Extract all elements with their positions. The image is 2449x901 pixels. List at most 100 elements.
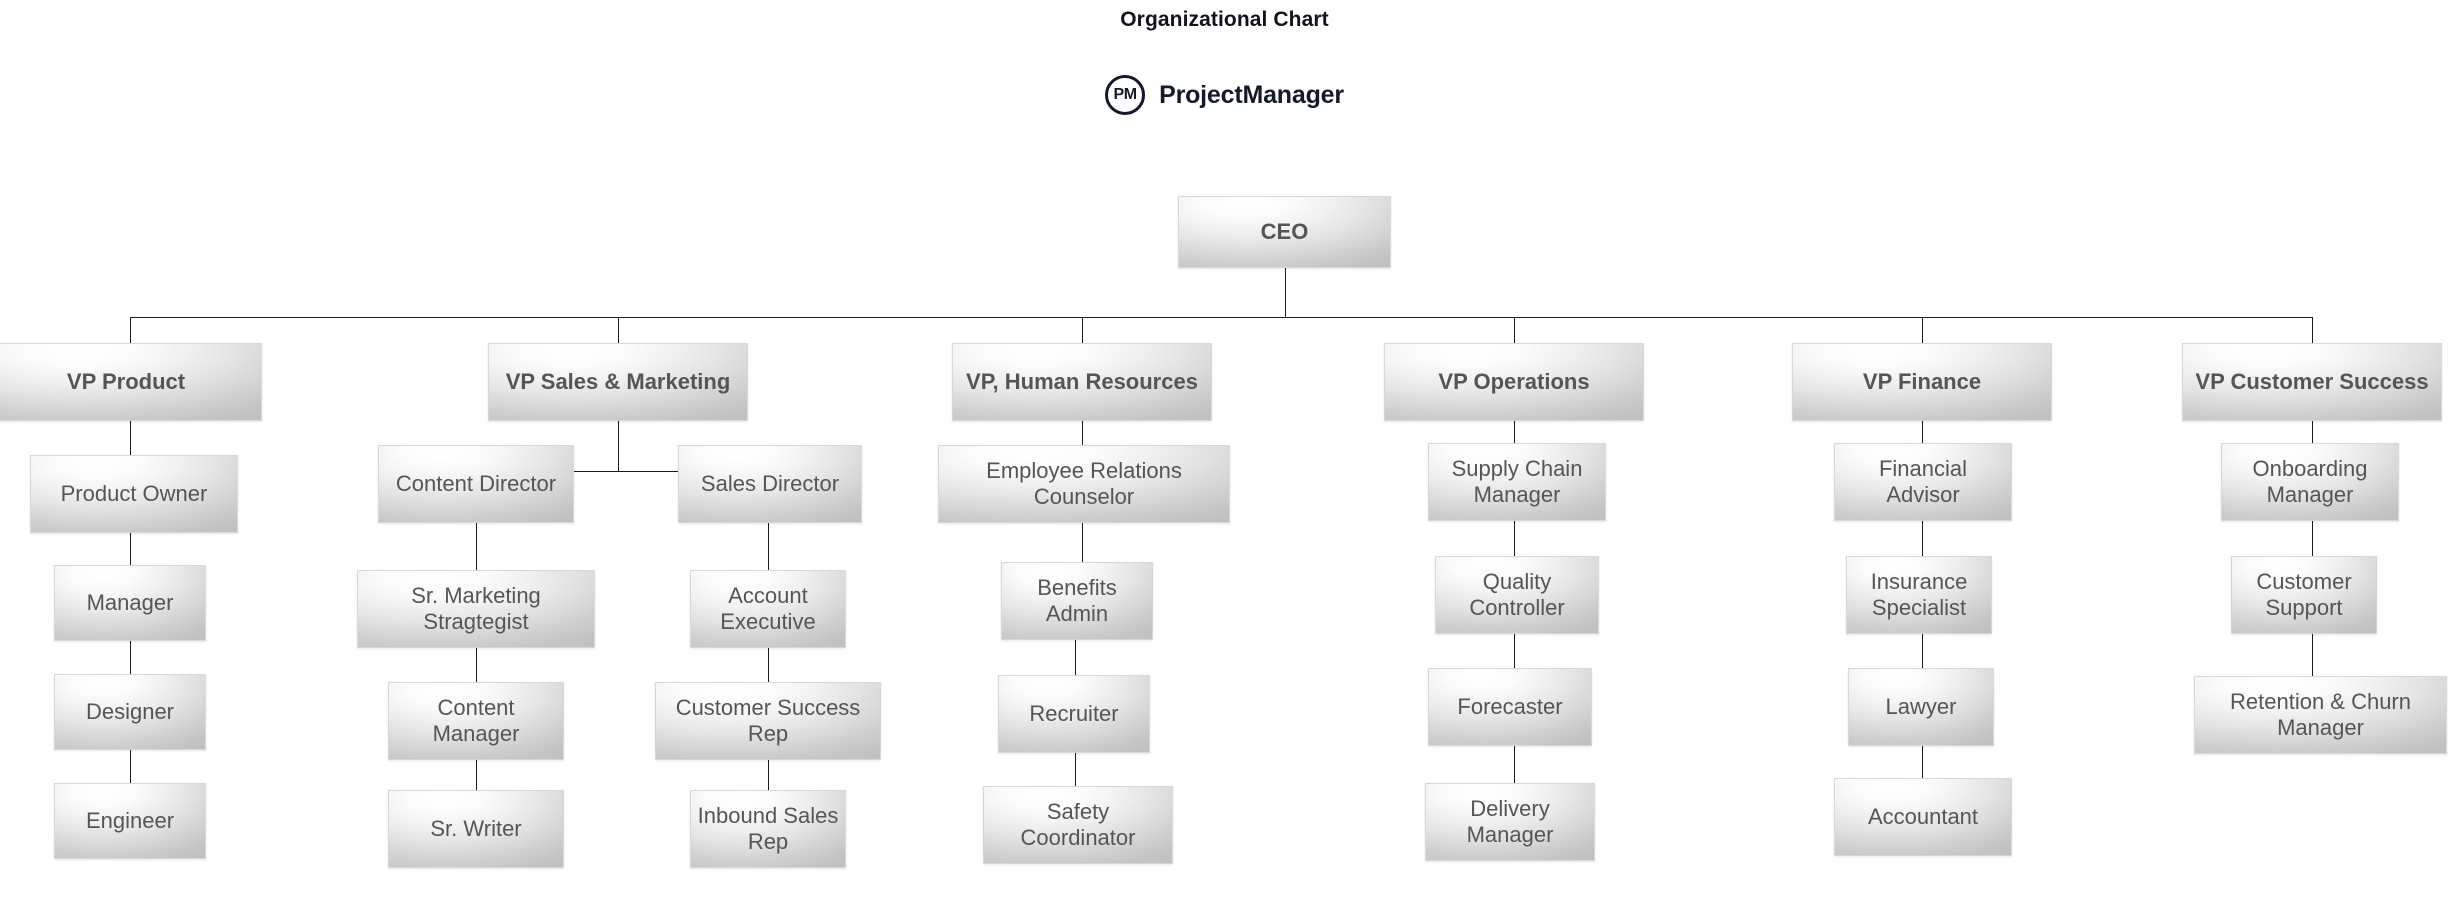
org-node-label: Inbound Sales Rep [697,803,839,854]
connector-salesdir-1 [768,523,769,570]
org-node-ceo[interactable]: CEO [1178,196,1391,268]
brand-wordmark: ProjectManager [1159,80,1344,109]
connector-product-4 [130,750,131,785]
connector-product-3 [130,641,131,676]
connector-vp-row-bus [130,317,2313,318]
org-node-content_director[interactable]: Content Director [378,445,574,523]
org-node-account_exec[interactable]: Account Executive [690,570,846,648]
org-node-benefits_admin[interactable]: Benefits Admin [1001,562,1153,640]
org-node-label: Product Owner [60,481,208,507]
org-node-label: Manager [86,590,174,616]
org-node-label: Content Manager [432,695,520,746]
connector-fin-1 [1922,421,1923,443]
org-node-recruiter[interactable]: Recruiter [998,675,1150,753]
connector-drop-vp-finance [1922,317,1923,344]
connector-drop-vp-ops [1514,317,1515,344]
org-node-label: VP Product [66,369,186,395]
org-node-label: Onboarding Manager [2252,456,2368,507]
org-node-label: Benefits Admin [1037,575,1117,626]
org-node-label: Account Executive [720,583,816,634]
org-node-sales_director[interactable]: Sales Director [678,445,862,523]
org-node-label: Supply Chain Manager [1451,456,1583,507]
org-node-forecaster[interactable]: Forecaster [1428,668,1592,746]
org-node-safety_coord[interactable]: Safety Coordinator [983,786,1173,864]
connector-sales-split-bus [574,471,678,472]
connector-ops-1 [1514,421,1515,443]
org-node-inbound_rep[interactable]: Inbound Sales Rep [690,790,846,868]
org-node-vp_finance[interactable]: VP Finance [1792,343,2052,421]
org-node-vp_ops[interactable]: VP Operations [1384,343,1644,421]
org-node-supply_chain[interactable]: Supply Chain Manager [1428,443,1606,521]
connector-salesdir-2 [768,648,769,682]
org-node-designer[interactable]: Designer [54,674,206,750]
org-node-insurance_spec[interactable]: Insurance Specialist [1846,556,1992,634]
org-node-fin_advisor[interactable]: Financial Advisor [1834,443,2012,521]
org-node-label: Delivery Manager [1466,796,1554,847]
org-node-label: Customer Support [2256,569,2352,620]
org-node-customer_support[interactable]: Customer Support [2231,556,2377,634]
connector-product-2 [130,533,131,567]
org-node-label: Designer [85,699,175,725]
org-node-lawyer[interactable]: Lawyer [1848,668,1994,746]
page-title: Organizational Chart [1120,8,1329,31]
connector-drop-vp-hr [1082,317,1083,344]
org-node-label: Engineer [85,808,175,834]
connector-drop-vp-cs [2312,317,2313,344]
projectmanager-logo-icon: PM [1105,75,1146,115]
org-node-label: Quality Controller [1469,569,1565,620]
org-node-label: Insurance Specialist [1870,569,1968,620]
connector-sales-left-drop [574,471,575,472]
connector-fin-3 [1922,634,1923,668]
org-node-delivery_manager[interactable]: Delivery Manager [1425,783,1595,861]
connector-hr-3 [1075,640,1076,675]
org-node-sr_marketing[interactable]: Sr. Marketing Stragtegist [357,570,595,648]
org-node-label: Customer Success Rep [675,695,861,746]
connector-hr-4 [1075,753,1076,786]
org-node-label: Content Director [395,471,557,497]
org-node-manager[interactable]: Manager [54,565,206,641]
org-node-accountant[interactable]: Accountant [1834,778,2012,856]
connector-drop-vp-product [130,317,131,344]
org-node-sr_writer[interactable]: Sr. Writer [388,790,564,868]
org-node-label: Recruiter [1029,701,1119,727]
connector-content-1 [476,523,477,570]
org-node-vp_hr[interactable]: VP, Human Resources [952,343,1212,421]
org-node-content_manager[interactable]: Content Manager [388,682,564,760]
org-node-quality_ctrl[interactable]: Quality Controller [1435,556,1599,634]
org-node-vp_product[interactable]: VP Product [0,343,262,421]
org-node-retention_mgr[interactable]: Retention & Churn Manager [2194,676,2447,754]
org-node-cs_rep[interactable]: Customer Success Rep [655,682,881,760]
org-node-label: Sr. Marketing Stragtegist [411,583,541,634]
org-node-onboarding_mgr[interactable]: Onboarding Manager [2221,443,2399,521]
connector-drop-vp-sales [618,317,619,344]
connector-content-3 [476,760,477,790]
org-node-label: Accountant [1867,804,1979,830]
connector-cs-1 [2312,421,2313,443]
connector-content-2 [476,648,477,682]
org-node-label: Safety Coordinator [1020,799,1136,850]
connector-cs-2 [2312,521,2313,556]
org-node-label: Lawyer [1885,694,1957,720]
org-node-label: Sales Director [700,471,840,497]
org-node-label: VP Finance [1862,369,1982,395]
connector-product-1 [130,421,131,457]
brand-lockup: PM ProjectManager [0,75,2449,115]
org-node-label: VP Operations [1438,369,1590,395]
org-node-label: Employee Relations Counselor [986,458,1182,509]
connector-fin-4 [1922,746,1923,778]
connector-cs-3 [2312,634,2313,676]
connector-ceo-stem-down [1285,268,1286,318]
connector-ops-3 [1514,634,1515,668]
connector-sales-stem [618,421,619,471]
org-node-engineer[interactable]: Engineer [54,783,206,859]
org-node-er_counselor[interactable]: Employee Relations Counselor [938,445,1230,523]
org-node-vp_cs[interactable]: VP Customer Success [2182,343,2442,421]
connector-ops-2 [1514,521,1515,556]
org-node-product_owner[interactable]: Product Owner [30,455,238,533]
org-node-vp_sales[interactable]: VP Sales & Marketing [488,343,748,421]
connector-ops-4 [1514,746,1515,783]
org-node-label: VP Sales & Marketing [505,369,731,395]
org-node-label: Financial Advisor [1878,456,1968,507]
org-node-label: VP Customer Success [2195,369,2429,395]
